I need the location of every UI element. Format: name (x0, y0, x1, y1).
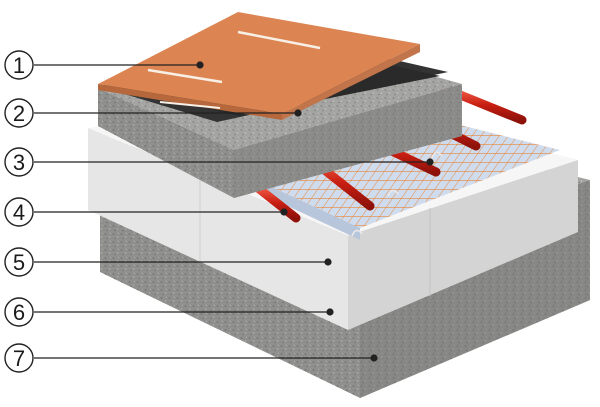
leader-dot-3 (426, 158, 434, 166)
cable-clips (351, 151, 443, 237)
leader-lines (34, 61, 434, 362)
callout-6: 6 (4, 297, 34, 327)
callout-2-number: 2 (13, 101, 25, 126)
callout-5: 5 (4, 247, 34, 277)
callout-6-number: 6 (13, 300, 25, 325)
leader-dot-2 (294, 109, 302, 117)
callout-7: 7 (4, 343, 34, 373)
leader-dot-4 (280, 208, 288, 216)
callout-4: 4 (4, 197, 34, 227)
leader-dot-5 (324, 258, 332, 266)
callout-5-number: 5 (13, 250, 25, 275)
callout-3: 3 (4, 147, 34, 177)
callout-2: 2 (4, 98, 34, 128)
leader-dot-7 (370, 354, 378, 362)
callout-4-number: 4 (13, 200, 25, 225)
callout-3-number: 3 (13, 150, 25, 175)
callout-7-number: 7 (13, 346, 25, 371)
ceramic-tile-layer (98, 12, 420, 120)
callout-markers: 1 2 3 4 5 6 7 (4, 50, 34, 373)
callout-1: 1 (4, 50, 34, 80)
callout-1-number: 1 (13, 53, 25, 78)
leader-dot-6 (326, 308, 334, 316)
leader-dot-1 (196, 61, 204, 69)
